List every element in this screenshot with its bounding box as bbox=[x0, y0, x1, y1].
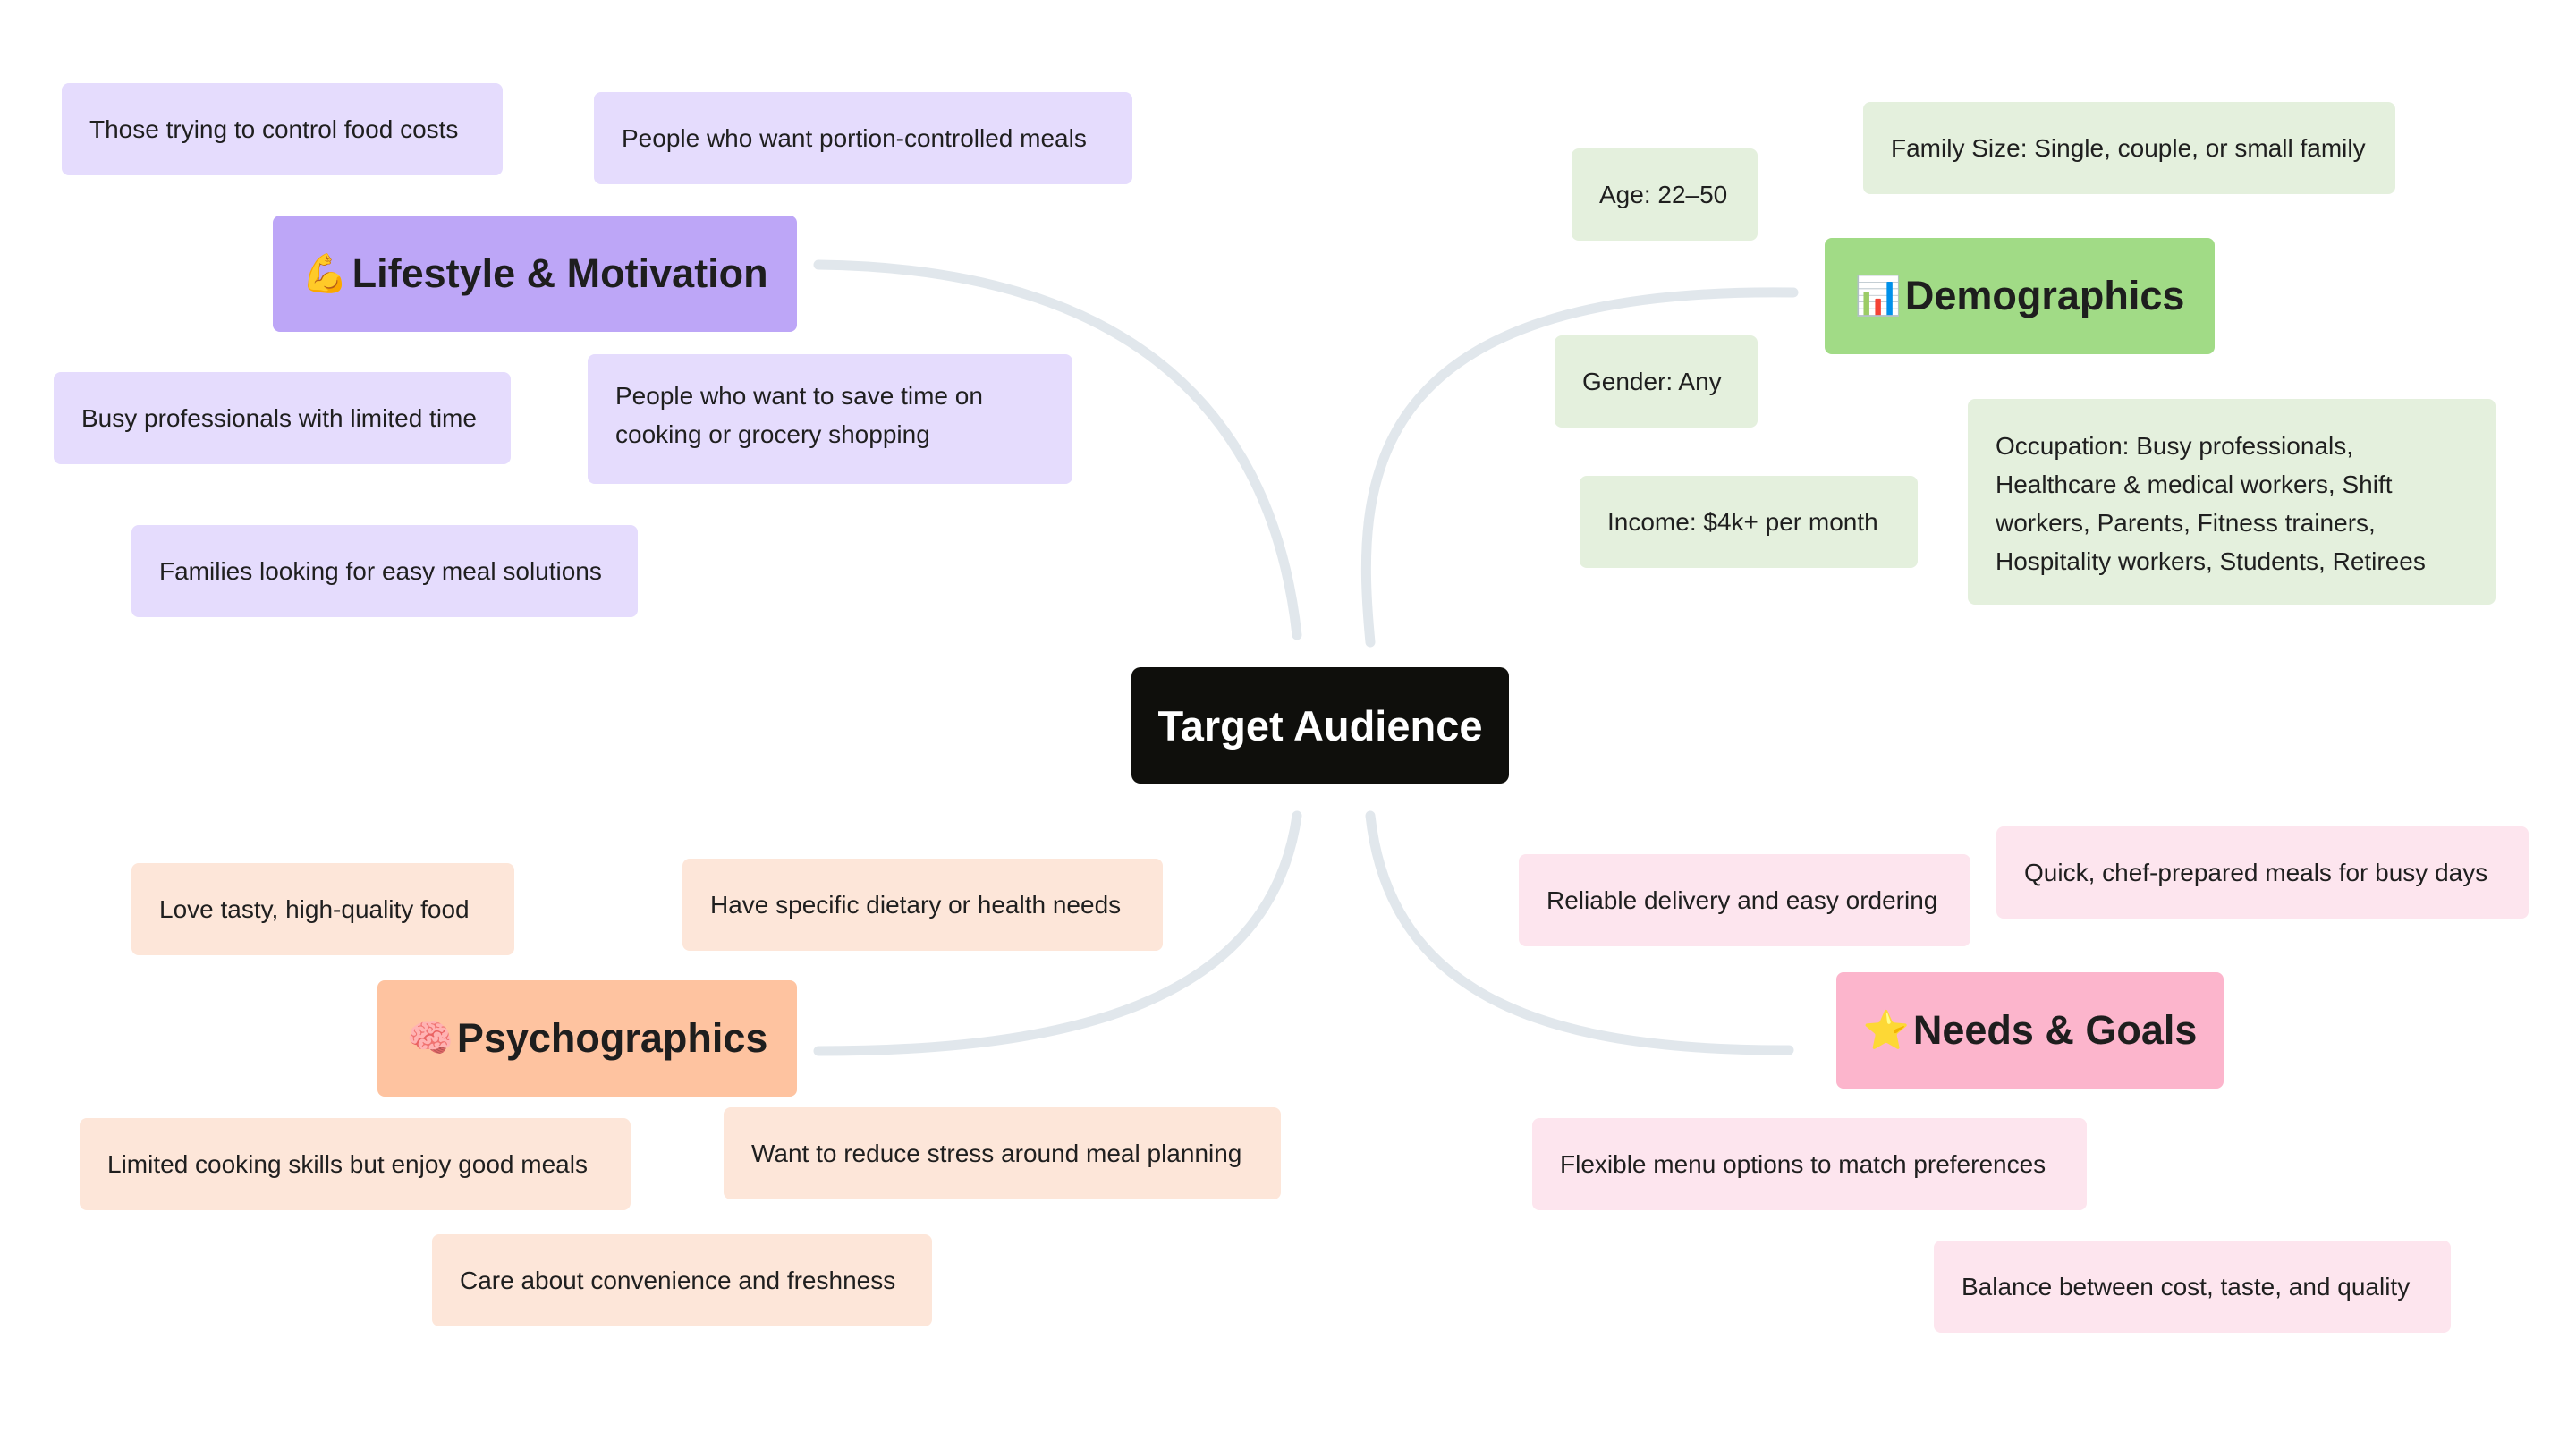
item-label: Want to reduce stress around meal planni… bbox=[751, 1140, 1242, 1167]
item-label: Have specific dietary or health needs bbox=[710, 891, 1122, 919]
lifestyle-item[interactable]: People who want portion-controlled meals bbox=[594, 92, 1132, 184]
item-label: Those trying to control food costs bbox=[89, 115, 459, 143]
item-label: Families looking for easy meal solutions bbox=[159, 557, 602, 585]
demographics-item[interactable]: Income: $4k+ per month bbox=[1580, 476, 1918, 568]
needs-item[interactable]: Balance between cost, taste, and quality bbox=[1934, 1241, 2451, 1333]
lifestyle-item[interactable]: People who want to save time on cooking … bbox=[588, 354, 1072, 484]
item-label: People who want portion-controlled meals bbox=[622, 124, 1087, 152]
connector-lifestyle bbox=[813, 259, 1302, 640]
star-icon: ⭐ bbox=[1862, 1008, 1910, 1052]
topic-needs-goals[interactable]: ⭐ Needs & Goals bbox=[1836, 972, 2224, 1089]
psychographics-item[interactable]: Want to reduce stress around meal planni… bbox=[724, 1107, 1281, 1199]
lifestyle-item[interactable]: Busy professionals with limited time bbox=[54, 372, 511, 464]
topic-title: Psychographics bbox=[456, 1015, 768, 1061]
bar-chart-icon: 📊 bbox=[1854, 274, 1902, 318]
psychographics-item[interactable]: Limited cooking skills but enjoy good me… bbox=[80, 1118, 631, 1210]
connector-psychographics bbox=[813, 810, 1302, 1056]
center-node[interactable]: Target Audience bbox=[1131, 667, 1509, 784]
item-label: Busy professionals with limited time bbox=[81, 404, 477, 432]
connector-demographics bbox=[1360, 287, 1799, 648]
psychographics-item[interactable]: Have specific dietary or health needs bbox=[682, 859, 1163, 951]
needs-item[interactable]: Quick, chef-prepared meals for busy days bbox=[1996, 826, 2529, 919]
topic-title: Needs & Goals bbox=[1912, 1007, 2198, 1053]
topic-lifestyle-motivation[interactable]: 💪 Lifestyle & Motivation bbox=[273, 216, 797, 332]
item-label: Limited cooking skills but enjoy good me… bbox=[107, 1150, 588, 1178]
demographics-item[interactable]: Age: 22–50 bbox=[1572, 148, 1758, 241]
item-label: Balance between cost, taste, and quality bbox=[1962, 1273, 2411, 1301]
item-label: Occupation: Busy professionals, Healthca… bbox=[1996, 432, 2426, 575]
brain-icon: 🧠 bbox=[406, 1016, 453, 1060]
demographics-item[interactable]: Family Size: Single, couple, or small fa… bbox=[1863, 102, 2395, 194]
item-label: Flexible menu options to match preferenc… bbox=[1560, 1150, 2046, 1178]
item-label: Love tasty, high-quality food bbox=[159, 895, 470, 923]
needs-item[interactable]: Flexible menu options to match preferenc… bbox=[1532, 1118, 2087, 1210]
connector-needs bbox=[1365, 810, 1794, 1055]
flexed-biceps-icon: 💪 bbox=[301, 251, 349, 295]
item-label: People who want to save time on cooking … bbox=[615, 382, 983, 448]
item-label: Reliable delivery and easy ordering bbox=[1546, 886, 1938, 914]
center-title: Target Audience bbox=[1157, 701, 1483, 750]
item-label: Care about convenience and freshness bbox=[460, 1267, 896, 1294]
topic-demographics[interactable]: 📊 Demographics bbox=[1825, 238, 2215, 354]
psychographics-item[interactable]: Love tasty, high-quality food bbox=[131, 863, 514, 955]
item-label: Income: $4k+ per month bbox=[1607, 508, 1878, 536]
item-label: Family Size: Single, couple, or small fa… bbox=[1891, 134, 2366, 162]
topic-title: Demographics bbox=[1904, 273, 2185, 318]
item-label: Quick, chef-prepared meals for busy days bbox=[2024, 859, 2488, 886]
demographics-item[interactable]: Gender: Any bbox=[1555, 335, 1758, 428]
demographics-item[interactable]: Occupation: Busy professionals, Healthca… bbox=[1968, 399, 2496, 605]
lifestyle-item[interactable]: Families looking for easy meal solutions bbox=[131, 525, 638, 617]
psychographics-item[interactable]: Care about convenience and freshness bbox=[432, 1234, 932, 1326]
item-label: Gender: Any bbox=[1582, 368, 1722, 395]
item-label: Age: 22–50 bbox=[1599, 181, 1728, 208]
lifestyle-item[interactable]: Those trying to control food costs bbox=[62, 83, 503, 175]
topic-psychographics[interactable]: 🧠 Psychographics bbox=[377, 980, 797, 1097]
needs-item[interactable]: Reliable delivery and easy ordering bbox=[1519, 854, 1970, 946]
topic-title: Lifestyle & Motivation bbox=[352, 250, 768, 296]
